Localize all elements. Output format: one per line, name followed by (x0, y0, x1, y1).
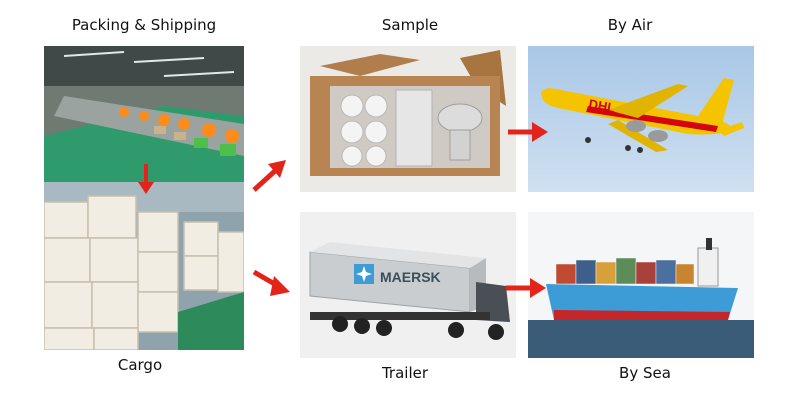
arrow-up-right-icon (252, 160, 286, 192)
label-packing-shipping: Packing & Shipping (71, 16, 217, 34)
trailer-photo: MAERSK (300, 212, 516, 358)
cargo-boxes-photo (44, 182, 244, 350)
arrow-down-icon (138, 164, 154, 194)
label-cargo: Cargo (117, 356, 163, 374)
maersk-brand-text: MAERSK (380, 269, 441, 285)
arrow-right-sample-air-icon (508, 122, 548, 142)
dhl-livery-text: DHL (587, 96, 616, 115)
label-by-sea: By Sea (619, 364, 671, 382)
label-trailer: Trailer (381, 364, 429, 382)
label-sample: Sample (381, 16, 439, 34)
label-by-air: By Air (607, 16, 653, 34)
airplane-photo: DHL (528, 46, 754, 192)
sample-box-photo (300, 46, 516, 192)
packing-line-photo (44, 46, 244, 182)
arrow-right-trailer-sea-icon (506, 278, 546, 298)
arrow-down-right-icon (252, 269, 290, 296)
ship-photo (528, 212, 754, 358)
